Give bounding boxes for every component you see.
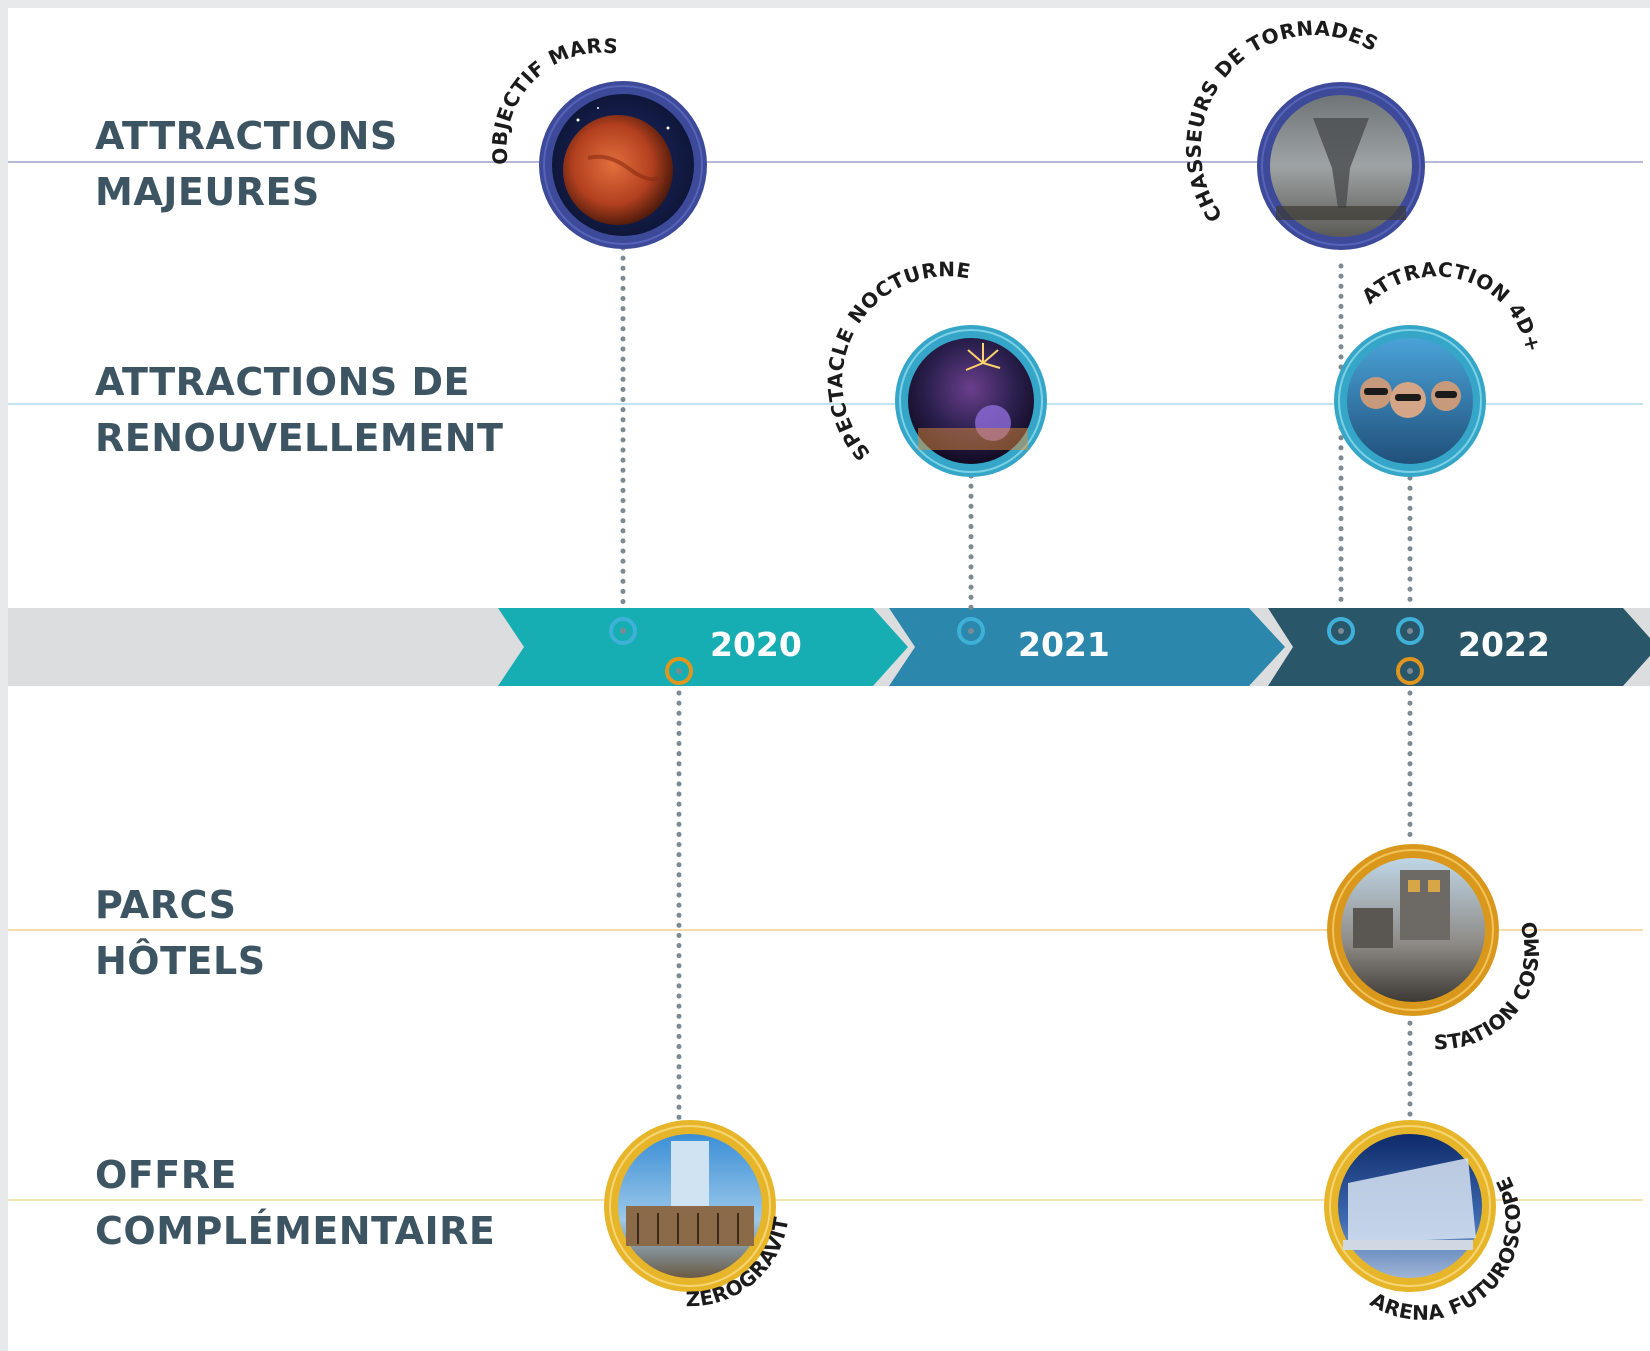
item-chasseurs-de-tornades[interactable]: CHASSEURS DE TORNADES [1182,16,1425,250]
row-label-line: ATTRACTIONS [95,114,398,158]
marker-zerogravity [665,657,693,685]
marker-chasseurs-de-tornades [1327,617,1355,645]
item-spectacle-nocturne[interactable]: SPECTACLE NOCTURNE [823,257,1047,477]
marker-objectif-mars [609,617,637,645]
row-label-renouvellement: ATTRACTIONS DE RENOUVELLEMENT [95,354,503,466]
marker-spectacle-nocturne [957,617,985,645]
year-arrow-2020 [498,608,908,686]
row-label-offre: OFFRE COMPLÉMENTAIRE [95,1147,495,1259]
item-arena-futuroscope[interactable]: ARENA FUTUROSCOPE [1324,1120,1526,1325]
timeline-diagram: OBJECTIF MARS CHASSEURS DE TORNADES SPEC… [8,8,1650,1325]
row-label-line: RENOUVELLEMENT [95,416,504,460]
marker-station-cosmos [1396,657,1424,685]
row-label-hotels: PARCS HÔTELS [95,877,266,989]
row-label-line: ATTRACTIONS DE [95,360,470,404]
item-objectif-mars[interactable]: OBJECTIF MARS [487,33,707,249]
timeline-panel: OBJECTIF MARS CHASSEURS DE TORNADES SPEC… [8,8,1650,1351]
row-label-line: MAJEURES [95,170,320,214]
row-label-line: HÔTELS [95,939,266,983]
row-label-majeures: ATTRACTIONS MAJEURES [95,108,398,220]
item-attraction-4d[interactable]: ATTRACTION 4D+ [1334,257,1546,477]
year-arrow-2021 [889,608,1285,686]
year-label-2020: 2020 [710,625,802,664]
marker-attraction-4d [1396,617,1424,645]
mars-planet-icon [563,115,673,225]
year-arrow-2022 [1268,608,1650,686]
year-label-2021: 2021 [1018,625,1110,664]
row-label-line: PARCS [95,883,237,927]
row-label-line: OFFRE [95,1153,237,1197]
year-label-2022: 2022 [1458,625,1550,664]
row-label-line: COMPLÉMENTAIRE [95,1209,496,1253]
